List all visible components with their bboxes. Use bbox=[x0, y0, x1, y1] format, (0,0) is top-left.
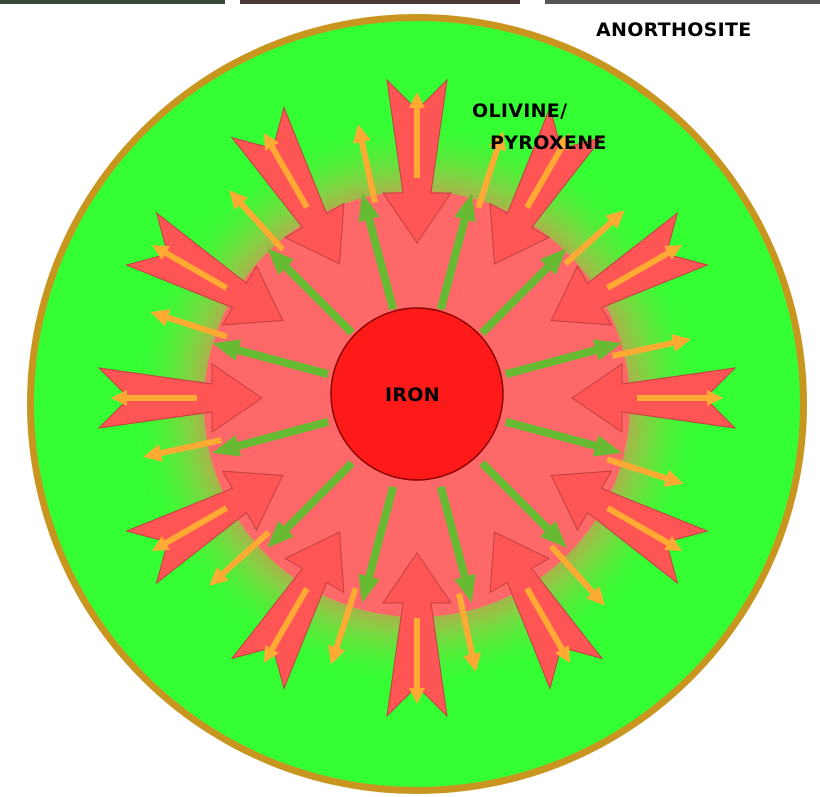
olivine-label-line1: OLIVINE/ bbox=[472, 95, 607, 127]
olivine-label-line2: PYROXENE bbox=[472, 127, 607, 159]
olivine-pyroxene-label: OLIVINE/ PYROXENE bbox=[472, 95, 607, 159]
iron-label: IRON bbox=[385, 384, 440, 406]
anorthosite-label: ANORTHOSITE bbox=[596, 19, 752, 41]
